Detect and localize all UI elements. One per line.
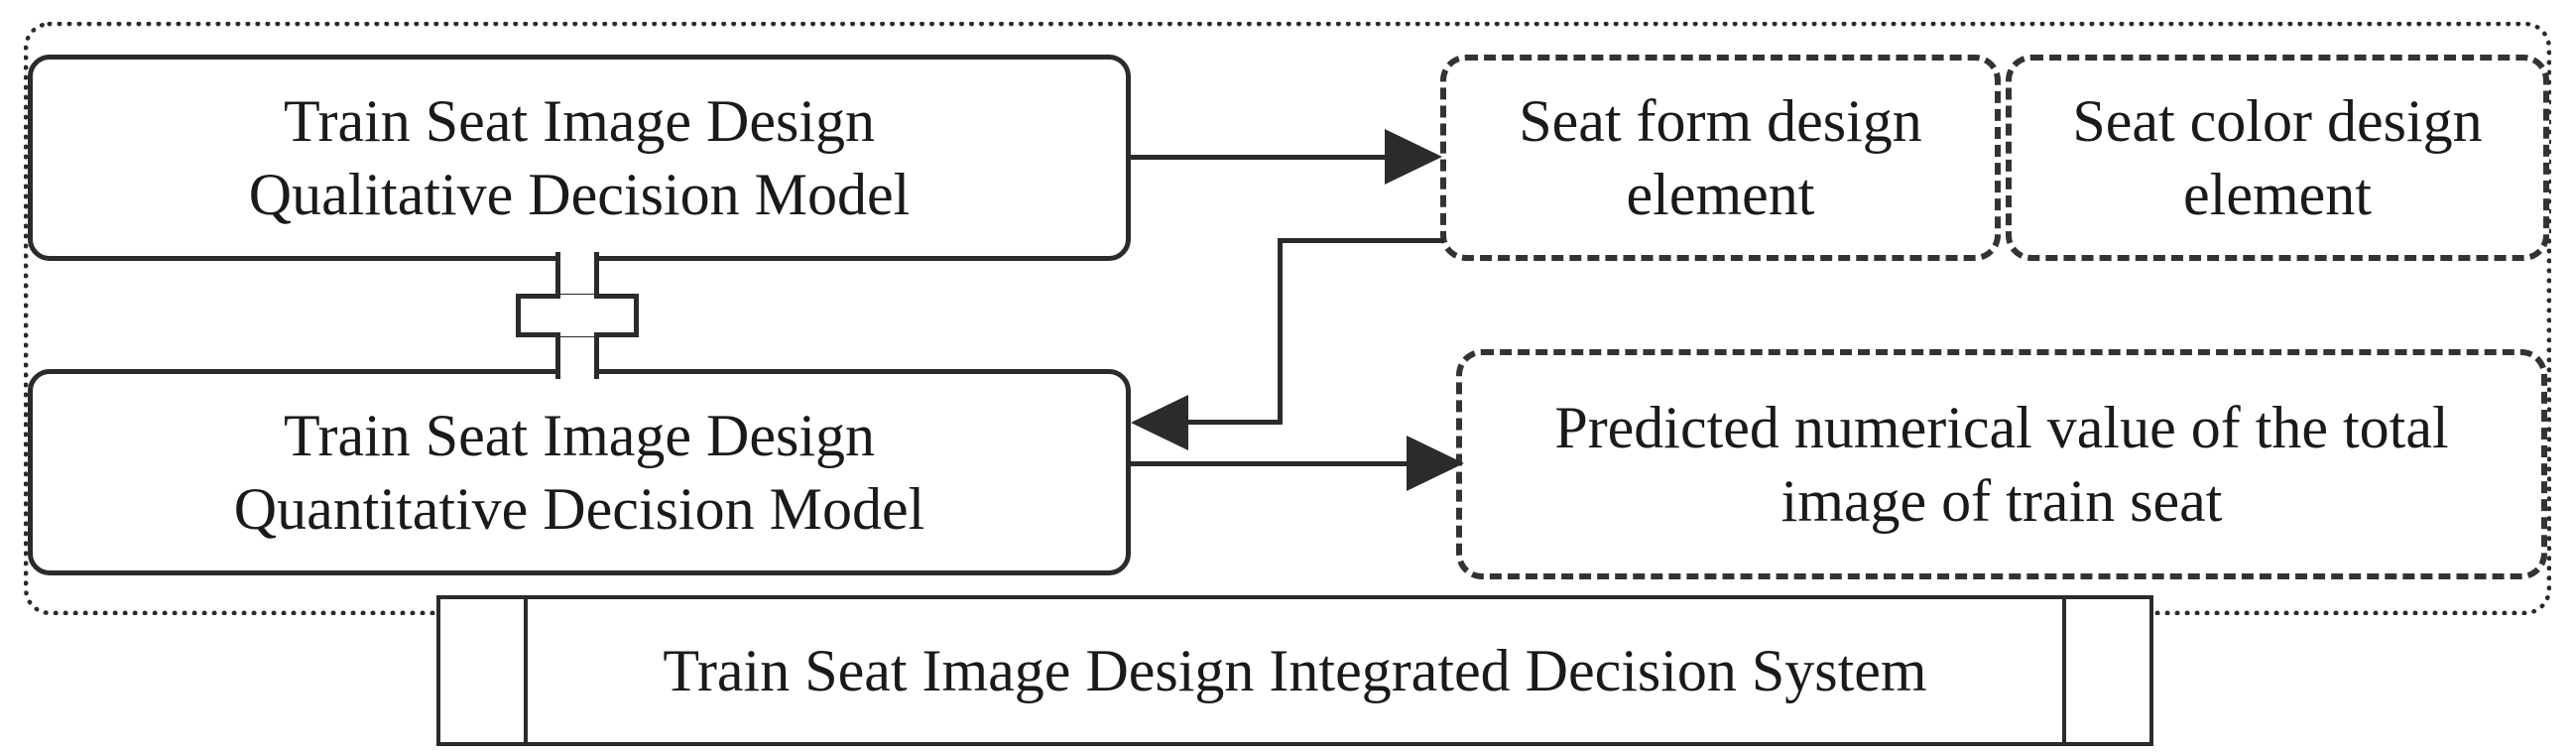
banner-end-right (2062, 595, 2153, 746)
connector-feedback-top-segment (1278, 238, 1444, 243)
predicted-value-box[interactable]: Predicted numerical value of the total i… (1456, 349, 2547, 579)
connector-quantitative-to-predicted (1131, 461, 1416, 466)
system-banner: Train Seat Image Design Integrated Decis… (436, 595, 2153, 746)
connector-feedback-bottom-segment (1186, 420, 1283, 425)
seat-color-line1: Seat color (2072, 87, 2312, 154)
arrow-right-icon-quantitative (1407, 436, 1464, 491)
quantitative-decision-model-box[interactable]: Train Seat Image Design Quantitative Dec… (28, 369, 1131, 575)
banner-label: Train Seat Image Design Integrated Decis… (524, 595, 2066, 746)
plus-join-patch-top (560, 295, 594, 305)
qualitative-model-line1: Train Seat Image Design (283, 87, 875, 154)
banner-end-left (436, 595, 528, 746)
qualitative-model-line2: Qualitative Decision Model (248, 162, 911, 227)
seat-color-line2: design element (2183, 87, 2483, 227)
connector-qualitative-to-seatform (1131, 155, 1391, 160)
qualitative-decision-model-box[interactable]: Train Seat Image Design Qualitative Deci… (28, 55, 1131, 261)
arrow-left-icon-feedback (1131, 395, 1188, 450)
connector-feedback-vertical-segment (1278, 238, 1283, 425)
seat-form-line1: Seat form (1519, 87, 1753, 154)
seat-color-design-element-box[interactable]: Seat color design element (2006, 55, 2549, 261)
predicted-line1: Predicted numerical value of the (1554, 394, 2329, 460)
quantitative-model-line1: Train Seat Image Design (283, 402, 875, 468)
seat-form-design-element-box[interactable]: Seat form design element (1440, 55, 2001, 261)
quantitative-model-line2: Quantitative Decision Model (233, 476, 925, 542)
plus-connector-icon (516, 252, 639, 379)
plus-join-patch-bottom (560, 326, 594, 336)
predicted-line2: total image of train seat (1780, 394, 2449, 534)
arrow-right-icon-qualitative (1385, 129, 1442, 185)
seat-form-line2: design element (1626, 87, 1922, 227)
